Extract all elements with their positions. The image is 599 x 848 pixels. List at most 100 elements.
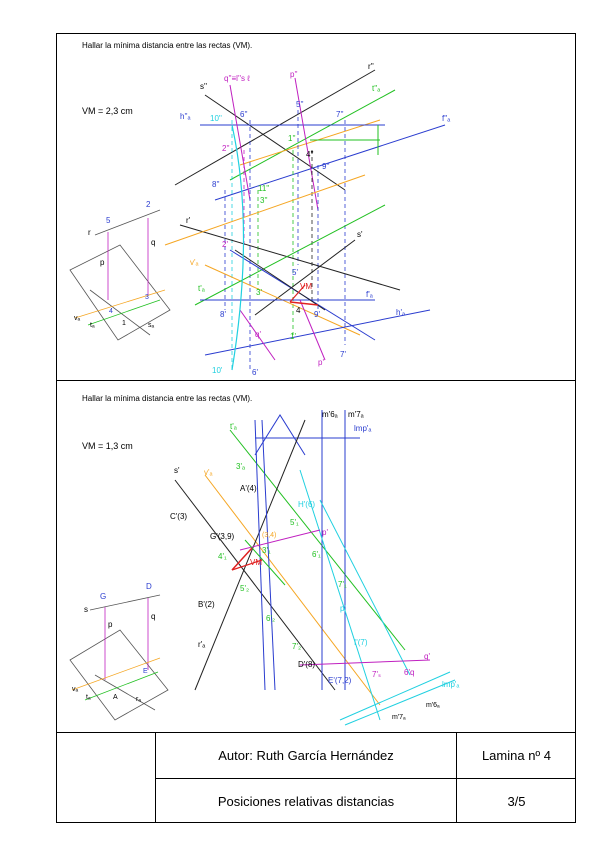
p2-label-6q: 6'q: [404, 668, 415, 677]
inset2-v-label: vₐ: [72, 686, 79, 693]
p2-label-7a: 7'₁: [338, 580, 347, 589]
inset1-r-label: r: [88, 228, 91, 237]
line-green-short: [244, 539, 286, 586]
label-h1: h'ₐ: [396, 308, 405, 317]
line-r1b: [194, 419, 306, 691]
label-r1: r': [186, 216, 191, 225]
p2-label-5a: 5'₁: [290, 518, 299, 527]
sheet-number-cell: Lamina nº 4: [481, 748, 552, 763]
inset1-v-label: vₐ: [74, 315, 81, 322]
line-s2: [204, 94, 346, 191]
line-r1: [179, 224, 401, 291]
label-4-1: 4: [296, 306, 301, 315]
p2-label-s1: s': [174, 466, 180, 475]
vm-segment-b: [231, 547, 253, 571]
label-v1: v'ₐ: [190, 258, 199, 267]
line-blue2: [261, 419, 276, 691]
inset2-r-label: rₐ: [136, 696, 141, 703]
p2-label-6b: 6'₂: [266, 614, 276, 623]
inset1-1-label: 1: [122, 320, 126, 327]
label-5-1: 5': [292, 268, 298, 277]
p2-label-7b: 7'₂: [292, 642, 302, 651]
inset2-q-label: q: [151, 612, 156, 621]
p2-label-m7b: m'7ₐ: [392, 714, 406, 721]
label-2-1: 2': [222, 240, 228, 249]
label-f1: f'ₐ: [366, 290, 373, 299]
inset2-r: [94, 674, 156, 711]
line-t1: [194, 204, 386, 306]
label-t2: t''ₐ: [372, 84, 381, 93]
line-q1b: [299, 659, 431, 666]
line-p2: [294, 77, 319, 211]
p2-label-h: H'(6): [298, 500, 316, 509]
outer-frame: [56, 33, 576, 823]
p2-label-3t: 3'ₐ: [236, 462, 245, 471]
p2-label-c: C'(3): [170, 512, 188, 521]
label-6-2: 6'': [240, 110, 248, 119]
p2-label-3a: 3'₁: [262, 546, 271, 555]
inset2-a-label: A: [113, 694, 118, 701]
line-s1: [254, 239, 356, 316]
inset2-t: [84, 671, 159, 701]
p2-label-pp: p': [340, 604, 346, 613]
label-10-2: 10'': [210, 114, 222, 123]
inset2-p-label: p: [108, 620, 113, 629]
p2-label-e: E'(7,2): [328, 676, 352, 685]
label-5-2: 5'': [296, 100, 304, 109]
line-q1: [239, 309, 276, 361]
label-p2: p'': [290, 70, 298, 79]
author-cell: Autor: Ruth García Hernández: [218, 748, 394, 763]
subject-cell: Posiciones relativas distancias: [217, 793, 395, 809]
panel1-vm: VM = 2,3 cm: [82, 106, 133, 116]
p2-label-5b: 5'₂: [240, 584, 250, 593]
p2-label-g: G'(3,9): [210, 532, 235, 541]
line-h1: [204, 309, 431, 356]
label-7-1: 7': [340, 350, 346, 359]
label-9-1: 9': [314, 310, 320, 319]
panel1-title: Hallar la mínima distancia entre las rec…: [82, 41, 253, 50]
inset2-s: [89, 594, 161, 611]
p2-label-p1: p': [322, 528, 328, 537]
inset1-s-label: sₐ: [148, 322, 155, 329]
p2-label-r1: r'ₐ: [198, 640, 206, 649]
label-8-2: 8'': [212, 180, 220, 189]
p2-label-4a: 4'₁: [218, 552, 227, 561]
line-cyan1: [299, 469, 381, 721]
label-1-1: 1': [290, 332, 296, 341]
label-4-2: 4'': [306, 150, 314, 159]
vm-segment2: [289, 284, 306, 303]
label-2-2: 2'': [222, 144, 230, 153]
label-8-1: 8': [220, 310, 226, 319]
label-p1: p': [318, 358, 324, 367]
line-f2: [214, 124, 446, 201]
p2-label-b: B'(2): [198, 600, 215, 609]
p2-label-q1: q': [424, 652, 430, 661]
line-t1: [229, 429, 406, 651]
p2-label-i7: I'(7): [354, 638, 368, 647]
line-orange2: [239, 119, 381, 166]
inset2-t-label: tₐ: [86, 694, 91, 701]
inset1-3-label: 3: [145, 294, 149, 301]
line-p1b: [239, 529, 321, 551]
titleblock-vline-right: [456, 732, 457, 823]
line-orange1: [164, 174, 366, 246]
titleblock-divider: [56, 732, 576, 733]
label-f2: f''ₐ: [442, 114, 451, 123]
label-7-2: 7'': [336, 110, 344, 119]
p2-label-vm: VM: [250, 558, 262, 567]
inset1-v: [74, 289, 166, 319]
p2-label-m7: m'7ₐ: [348, 410, 364, 419]
label-9-2: 9'': [322, 162, 330, 171]
inset1-s: [89, 289, 151, 336]
line-t2: [229, 89, 396, 181]
panel2-title: Hallar la mínima distancia entre las rec…: [82, 394, 253, 403]
panel2-drawing: [69, 410, 456, 726]
line-blue1: [254, 419, 266, 691]
label-11-2: 11'': [258, 184, 270, 193]
vm-segment-b2: [231, 559, 263, 571]
p2-label-d: D'(8): [298, 660, 316, 669]
line-v1b: [204, 474, 381, 706]
inset2-v: [71, 657, 161, 691]
label-6-1: 6': [252, 368, 258, 377]
